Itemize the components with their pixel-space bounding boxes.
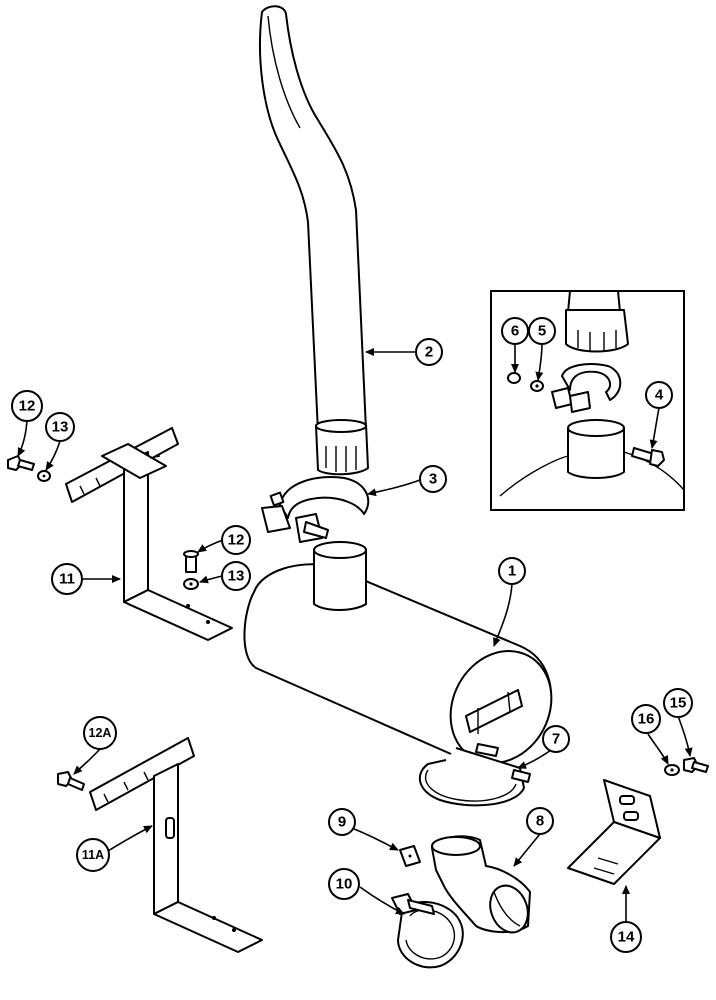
callout-label-8: 8 <box>536 813 544 830</box>
callout-16: 16 <box>631 704 661 734</box>
callout-label-1: 1 <box>508 563 516 580</box>
callout-2: 2 <box>415 338 443 366</box>
callout-12-upper: 12 <box>11 390 43 422</box>
callout-10: 10 <box>328 868 360 900</box>
callout-12-lower: 12 <box>221 525 251 555</box>
callout-1: 1 <box>498 557 526 585</box>
callout-label-12-lower: 12 <box>228 532 245 549</box>
callout-label-13-lower: 13 <box>228 568 245 585</box>
callout-label-7: 7 <box>552 731 560 748</box>
washer-13-lower <box>183 578 199 590</box>
bolt-12-upper <box>7 455 35 471</box>
callout-label-2: 2 <box>425 344 433 361</box>
callout-label-16: 16 <box>638 711 655 728</box>
callout-label-15: 15 <box>670 695 687 712</box>
bolt-15 <box>683 757 709 773</box>
callout-label-6: 6 <box>511 323 519 340</box>
callout-label-12a: 12A <box>89 726 112 740</box>
washer-13-upper <box>37 470 51 482</box>
callout-9: 9 <box>328 808 356 836</box>
callout-label-14: 14 <box>618 929 635 946</box>
callout-12a: 12A <box>83 716 117 750</box>
bolt-12a <box>57 771 85 791</box>
callout-11a: 11A <box>76 838 110 872</box>
callout-label-11: 11 <box>59 571 75 588</box>
upper-bracket <box>65 427 233 641</box>
washer-16 <box>664 764 680 776</box>
callout-11: 11 <box>51 563 83 595</box>
callout-13-lower: 13 <box>221 561 251 591</box>
callout-4: 4 <box>645 381 673 409</box>
callout-5: 5 <box>528 317 556 345</box>
callout-14: 14 <box>610 921 642 953</box>
callout-label-10: 10 <box>336 876 353 893</box>
u-bolt <box>418 743 531 807</box>
callout-3: 3 <box>419 465 447 493</box>
elbow-pipe <box>431 835 531 934</box>
leader-lines <box>17 343 693 922</box>
callout-label-13-upper: 13 <box>52 419 69 436</box>
callout-label-9: 9 <box>338 814 346 831</box>
lower-bracket <box>89 737 263 953</box>
square-nut <box>399 845 421 867</box>
muffler <box>243 541 553 764</box>
callout-label-4: 4 <box>655 387 664 404</box>
exhaust-clamp <box>261 476 370 543</box>
callout-6: 6 <box>501 317 529 345</box>
right-bracket <box>567 779 661 885</box>
bolt-12-lower <box>183 550 199 573</box>
exhaust-stack-pipe <box>259 5 369 476</box>
callout-label-3: 3 <box>429 471 437 488</box>
callout-label-5: 5 <box>538 323 546 340</box>
callout-15: 15 <box>663 688 693 718</box>
callout-7: 7 <box>542 725 570 753</box>
band-clamp <box>391 893 464 969</box>
callout-8: 8 <box>526 807 554 835</box>
callout-label-12-upper: 12 <box>19 398 36 415</box>
callout-13-upper: 13 <box>45 412 75 442</box>
callout-label-11a: 11A <box>82 848 104 862</box>
